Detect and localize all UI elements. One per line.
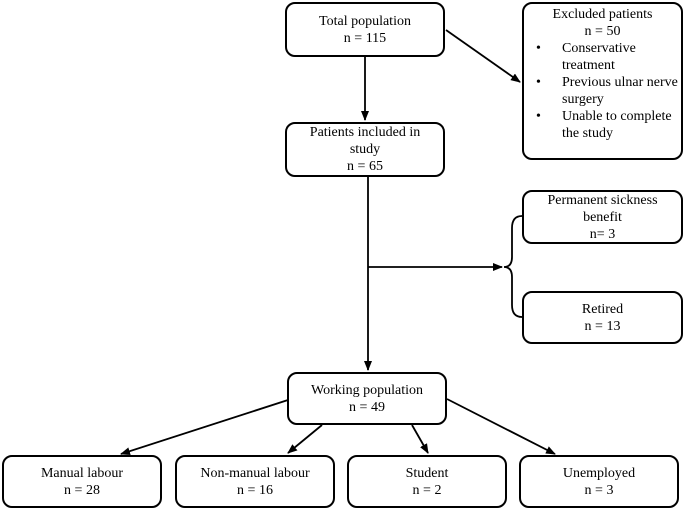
total-population-box: Total population n = 115 [285,2,445,57]
bracket [503,215,523,318]
sickness-benefit-title: Permanent sickness benefit [547,192,658,225]
sickness-benefit-count: n= 3 [589,226,616,242]
excluded-patients-count: n = 50 [584,24,621,39]
exclusion-reasons-list: Conservative treatment Previous ulnar ne… [524,40,681,142]
working-population-count: n = 49 [349,399,385,415]
included-patients-title: Patients included in study [309,125,421,157]
arrow-total-to-excluded [445,29,521,83]
unemployed-count: n = 3 [584,482,614,498]
student-count: n = 2 [412,482,442,498]
exclusion-reason: Previous ulnar nerve surgery [524,74,681,108]
included-patients-box: Patients included in study n = 65 [285,122,445,177]
retired-count: n = 13 [584,318,621,334]
total-population-title: Total population [319,13,411,29]
retired-title: Retired [581,301,624,317]
included-patients-count: n = 65 [347,159,383,174]
excluded-patients-box: Excluded patients n = 50 Conservative tr… [522,2,683,160]
retired-box: Retired n = 13 [522,291,683,344]
sickness-benefit-box: Permanent sickness benefit n= 3 [522,190,683,244]
student-title: Student [405,465,449,481]
excluded-patients-title: Excluded patients [552,7,653,22]
arrow-working-to-manual [120,399,289,456]
working-population-box: Working population n = 49 [287,372,447,425]
unemployed-title: Unemployed [562,465,636,481]
unemployed-box: Unemployed n = 3 [519,455,679,508]
non-manual-labour-box: Non-manual labour n = 16 [175,455,335,508]
arrow-working-to-student [411,424,429,454]
arrow-working-to-unemployed [446,398,556,455]
total-population-count: n = 115 [343,30,387,46]
arrow-working-to-nonmanual [287,424,323,454]
exclusion-reason: Conservative treatment [524,40,681,74]
student-box: Student n = 2 [347,455,507,508]
non-manual-labour-title: Non-manual labour [200,465,310,481]
manual-labour-count: n = 28 [64,482,100,498]
manual-labour-box: Manual labour n = 28 [2,455,162,508]
non-manual-labour-count: n = 16 [237,482,273,498]
manual-labour-title: Manual labour [40,465,124,481]
working-population-title: Working population [310,382,424,398]
exclusion-reason: Unable to complete the study [524,108,681,142]
